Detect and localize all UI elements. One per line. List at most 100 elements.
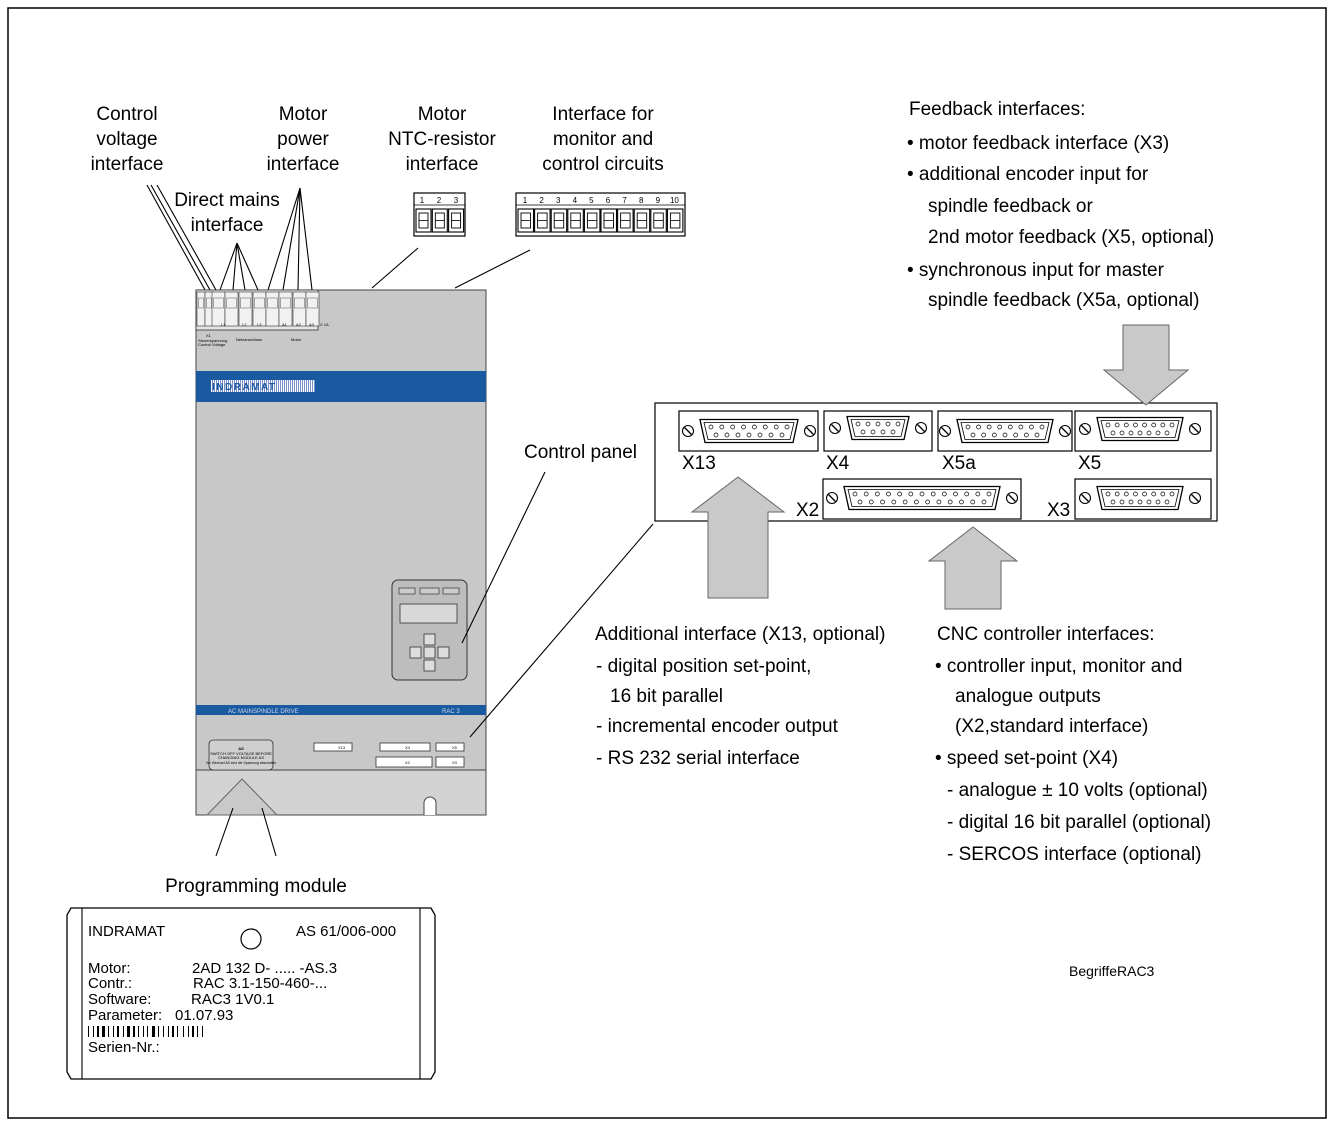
control-voltage-line-1: Control [96,104,157,125]
module-slot-line-1: SWITCH OFF VOLTAGE BEFORE [210,751,272,756]
drive-device: L1 L2 L3 A1 A2 A3 X 1A X1 Steuerspannung… [195,289,487,816]
device-lower-band [196,705,486,715]
device-port-x5: X5 [452,745,458,750]
terminal-sub-netzanschluss: Netzanschluss [236,337,262,342]
monitor-pin-2: 2 [539,196,544,205]
card-key-software: Software: [88,991,151,1008]
feedback-line-6: spindle feedback (X5a, optional) [928,290,1199,311]
device-port-x4: X4 [405,745,411,750]
device-brand-logo [211,380,315,392]
figure-frame [7,7,1327,1119]
ntc-terminal-cells [415,208,465,233]
terminal-label-a2: A2 [296,322,302,327]
panel-display [399,603,458,624]
label-control-voltage: Control voltage interface [91,104,164,175]
ntc-connector: 1 2 3 [413,192,466,237]
device-port-x2: X2 [405,760,411,765]
dsub-x4 [846,415,910,441]
monitor-pin-10: 10 [670,196,679,205]
motor-power-line-2: power [277,129,329,150]
monitor-pin-9: 9 [656,196,661,205]
additional-interface-text: Additional interface (X13, optional) - d… [595,624,885,769]
monitor-pin-8: 8 [639,196,644,205]
label-monitor-control: Interface for monitor and control circui… [542,104,663,175]
top-leader-lines [146,184,531,291]
card-value-software: RAC3 1V0.1 [191,991,274,1008]
feedback-line-3: spindle feedback or [928,196,1093,217]
panel-key-center[interactable] [423,646,436,659]
card-value-parameter: 01.07.93 [175,1007,233,1024]
card-key-motor: Motor: [88,960,131,977]
monitor-pin-6: 6 [606,196,611,205]
monitor-terminal-cells [517,208,684,233]
ntc-pin-2: 2 [437,196,442,205]
terminal-label-l3: L3 [257,322,262,327]
direct-mains-line-1: Direct mains [174,190,280,211]
ntc-pin-3: 3 [454,196,459,205]
panel-key-left[interactable] [409,646,422,659]
programming-module-label: Programming module [165,876,347,897]
panel-key-down[interactable] [423,659,436,672]
interface-panel-leader [469,523,654,738]
control-panel-leader [461,471,546,644]
card-key-contr: Contr.: [88,975,132,992]
panel-key-right[interactable] [437,646,450,659]
additional-line-3: - incremental encoder output [596,716,839,737]
terminal-label-l1: L1 [221,322,226,327]
card-barcode [88,1026,203,1037]
terminal-sub-steuerspannung: Steuerspannung [198,338,227,343]
terminal-sub-control-voltage: Control Voltage [198,342,226,347]
terminal-sub-x1: X1 [206,333,212,338]
additional-line-4: - RS 232 serial interface [596,748,800,769]
dsub-x5a [956,418,1054,444]
panel-key-up[interactable] [423,633,436,646]
card-brand: INDRAMAT [88,923,165,940]
port-label-x5: X5 [1078,453,1101,474]
monitor-pin-1: 1 [523,196,528,205]
feedback-text: Feedback interfaces: • motor feedback in… [907,99,1214,311]
dsub-x13 [699,418,799,444]
direct-mains-line-2: interface [191,215,264,236]
label-motor-power: Motor power interface [267,104,340,175]
motor-power-line-3: interface [267,154,340,175]
device-port-x3: X3 [452,760,458,765]
dsub-connectors [681,415,1202,511]
port-label-x3: X3 [1047,500,1070,521]
device-module-slot: AS SWITCH OFF VOLTAGE BEFORE CHANGING MO… [206,739,276,771]
additional-interface-arrow [690,476,786,599]
prog-leader-1 [215,807,234,857]
device-band-right: RAC 3 [442,709,460,715]
monitor-pin-4: 4 [573,196,578,205]
cnc-line-7: - SERCOS interface (optional) [947,844,1202,865]
cnc-line-2: analogue outputs [955,686,1101,707]
cnc-line-6: - digital 16 bit parallel (optional) [947,812,1211,833]
device-terminal-strip: L1 L2 L3 A1 A2 A3 X 1A X1 Steuerspannung… [195,289,329,347]
interface-panel: X13 X4 X5a X5 X2 X3 [654,402,1218,522]
module-slot-line-2: CHANGING MODULE AS [218,755,264,760]
feedback-line-5: • synchronous input for master [907,260,1165,281]
ntc-pin-1: 1 [420,196,425,205]
cnc-line-3: (X2,standard interface) [955,716,1148,737]
cnc-arrow [927,526,1019,610]
port-label-x5a: X5a [942,453,976,474]
ntc-line-2: NTC-resistor [388,129,496,150]
monitor-control-line-2: monitor and [553,129,653,150]
terminal-label-l2: L2 [242,322,247,327]
additional-line-1: - digital position set-point, [596,656,811,677]
cnc-line-5: - analogue ± 10 volts (optional) [947,780,1208,801]
terminal-label-x1a: X 1A [320,322,329,327]
device-band-left: AC MAINSPINDLE DRIVE [228,709,299,715]
card-key-parameter: Parameter: [88,1007,162,1024]
control-panel-label: Control panel [524,442,637,463]
control-voltage-line-2: voltage [96,129,157,150]
monitor-control-line-1: Interface for [552,104,654,125]
programming-module-arrow [205,778,279,816]
port-label-x2: X2 [796,500,819,521]
additional-title: Additional interface (X13, optional) [595,624,885,645]
device-port-x13: X13 [338,745,346,750]
additional-line-2: 16 bit parallel [610,686,723,707]
cnc-interfaces-text: CNC controller interfaces: • controller … [935,624,1211,865]
